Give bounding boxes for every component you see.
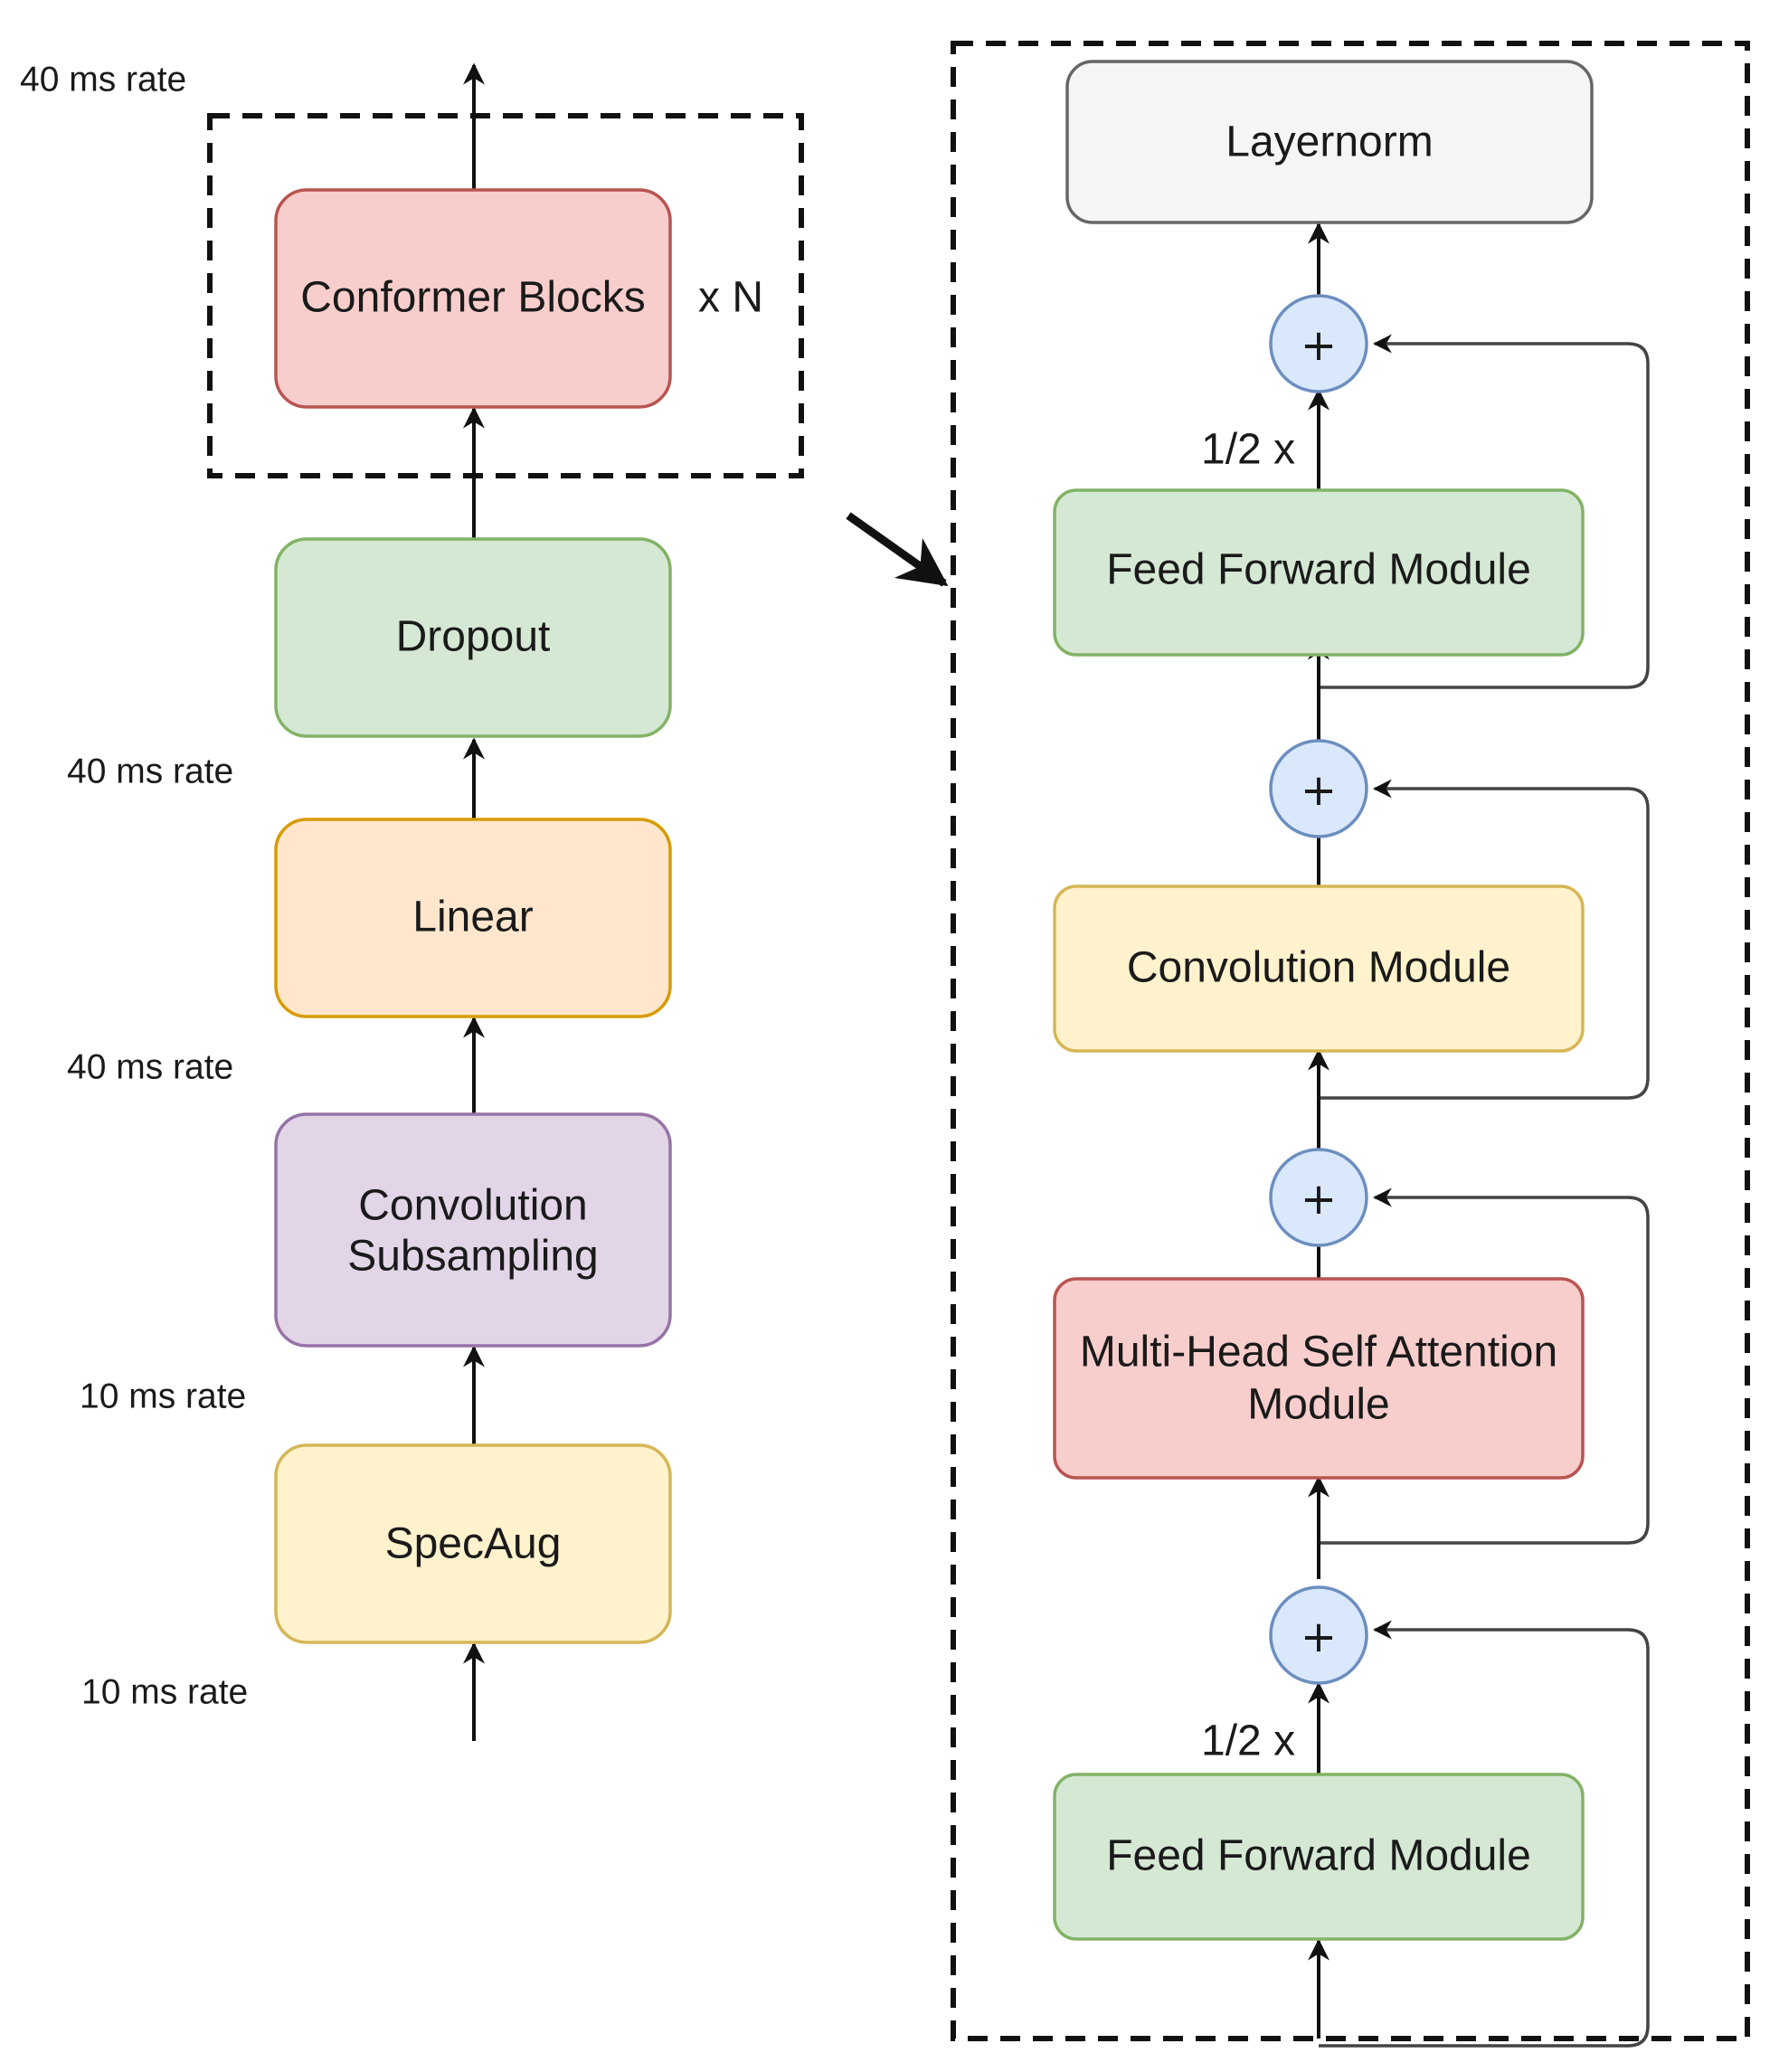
- layernorm-label: Layernorm: [1225, 118, 1433, 166]
- residual-add-conv: +: [1269, 739, 1368, 838]
- residual-add-bottom: +: [1269, 1585, 1368, 1685]
- feed-forward-module-bottom: Feed Forward Module: [1053, 1773, 1585, 1941]
- multi-head-self-attention-module: Multi-Head Self Attention Module: [1053, 1277, 1585, 1480]
- convolution-module-label: Convolution Module: [1127, 944, 1510, 992]
- plus-symbol: +: [1301, 1612, 1337, 1662]
- rate-label-after-specaug: 10 ms rate: [80, 1377, 246, 1415]
- linear-label: Linear: [412, 894, 533, 941]
- dropout-box: Dropout: [274, 537, 672, 738]
- half-scale-label-top: 1/2 x: [1201, 426, 1295, 474]
- convolution-subsampling-label-line2: Subsampling: [347, 1233, 599, 1281]
- rate-label-after-subsampling: 40 ms rate: [67, 1047, 233, 1086]
- plus-symbol: +: [1301, 320, 1337, 371]
- residual-path-ffn-bottom: [1319, 1620, 1650, 2048]
- conformer-repeat-group: [207, 113, 804, 478]
- mhsa-label-line1: Multi-Head Self Attention: [1080, 1329, 1557, 1377]
- conformer-blocks-label: Conformer Blocks: [300, 274, 645, 322]
- zoom-arrow: [846, 512, 949, 587]
- conformer-blocks-box: Conformer Blocks: [274, 188, 672, 409]
- half-scale-label-bottom: 1/2 x: [1201, 1717, 1295, 1765]
- conformer-block-detail-group: [951, 41, 1750, 2041]
- rate-label-after-linear: 40 ms rate: [67, 752, 233, 790]
- convolution-module: Convolution Module: [1053, 885, 1585, 1053]
- repeat-n-label: x N: [698, 274, 763, 322]
- layernorm-box: Layernorm: [1065, 60, 1594, 224]
- rate-label-input: 10 ms rate: [81, 1672, 248, 1711]
- plus-symbol: +: [1301, 765, 1337, 816]
- plus-symbol: +: [1301, 1174, 1337, 1225]
- residual-path-ffn-top: [1319, 334, 1650, 689]
- residual-add-top: +: [1269, 294, 1368, 393]
- residual-path-conv: [1319, 779, 1650, 1100]
- convolution-subsampling-label-line1: Convolution: [358, 1182, 588, 1230]
- feed-forward-module-bottom-label: Feed Forward Module: [1106, 1832, 1531, 1880]
- specaug-box: SpecAug: [274, 1443, 672, 1644]
- linear-box: Linear: [274, 818, 672, 1018]
- residual-path-mhsa: [1319, 1187, 1650, 1545]
- rate-label-output: 40 ms rate: [20, 60, 186, 99]
- specaug-label: SpecAug: [385, 1520, 562, 1568]
- dropout-label: Dropout: [396, 613, 551, 661]
- feed-forward-module-top: Feed Forward Module: [1053, 488, 1585, 657]
- feed-forward-module-top-label: Feed Forward Module: [1106, 546, 1531, 594]
- residual-add-mhsa: +: [1269, 1148, 1368, 1247]
- mhsa-label-line2: Module: [1247, 1381, 1389, 1429]
- convolution-subsampling-box: Convolution Subsampling: [274, 1112, 672, 1348]
